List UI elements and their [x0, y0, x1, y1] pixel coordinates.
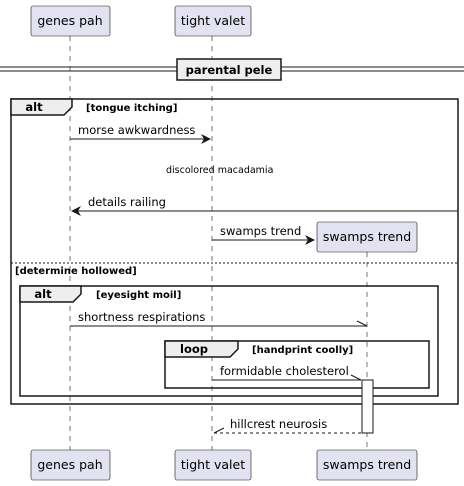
svg-text:tight valet: tight valet — [181, 457, 245, 472]
svg-text:details railing: details railing — [88, 195, 166, 209]
message-swamps-trend: swamps trend — [212, 224, 315, 245]
participant-swamps-trend-bottom: swamps trend — [316, 449, 418, 481]
participant-genes-pah-bottom: genes pah — [30, 449, 111, 481]
activation-swamps-trend — [361, 379, 374, 434]
svg-text:genes pah: genes pah — [37, 457, 102, 472]
svg-text:alt: alt — [34, 287, 52, 301]
message-details-railing: details railing — [71, 195, 458, 216]
participant-swamps-trend-created: swamps trend — [316, 221, 418, 253]
svg-text:formidable cholesterol: formidable cholesterol — [220, 364, 349, 378]
message-formidable-cholesterol: formidable cholesterol — [212, 364, 362, 381]
svg-text:hillcrest neurosis: hillcrest neurosis — [230, 417, 327, 431]
alt-fragment-outer: alt [tongue itching] [determine hollowed… — [10, 98, 459, 405]
divider-parental-pele: parental pele — [0, 58, 464, 81]
message-morse-awkwardness: morse awkwardness — [70, 123, 211, 144]
svg-text:tight valet: tight valet — [181, 13, 245, 28]
svg-text:swamps trend: swamps trend — [323, 457, 411, 472]
message-shortness-respirations: shortness respirations — [70, 310, 368, 327]
loop-fragment: loop [handprint coolly] — [164, 340, 430, 389]
svg-text:discolored macadamia: discolored macadamia — [166, 165, 273, 176]
svg-text:genes pah: genes pah — [37, 13, 102, 28]
svg-text:swamps trend: swamps trend — [323, 229, 411, 244]
svg-text:parental pele: parental pele — [186, 63, 273, 77]
alt-fragment-inner: alt [eyesight moil] — [19, 285, 439, 397]
guard-determine-hollowed: [determine hollowed] — [15, 266, 137, 277]
svg-text:alt: alt — [25, 100, 43, 114]
participant-genes-pah-top: genes pah — [30, 5, 111, 37]
guard-tongue-itching: [tongue itching] — [86, 103, 177, 114]
svg-text:loop: loop — [180, 342, 208, 356]
message-discolored-macadamia: discolored macadamia — [166, 165, 273, 176]
svg-text:swamps trend: swamps trend — [220, 224, 301, 238]
participant-tight-valet-top: tight valet — [174, 5, 252, 37]
guard-eyesight-moil: [eyesight moil] — [96, 290, 181, 301]
guard-handprint-coolly: [handprint coolly] — [252, 345, 353, 356]
message-hillcrest-neurosis: hillcrest neurosis — [213, 417, 361, 434]
svg-text:shortness respirations: shortness respirations — [78, 310, 205, 324]
participant-tight-valet-bottom: tight valet — [174, 449, 252, 481]
svg-text:morse awkwardness: morse awkwardness — [78, 123, 195, 137]
